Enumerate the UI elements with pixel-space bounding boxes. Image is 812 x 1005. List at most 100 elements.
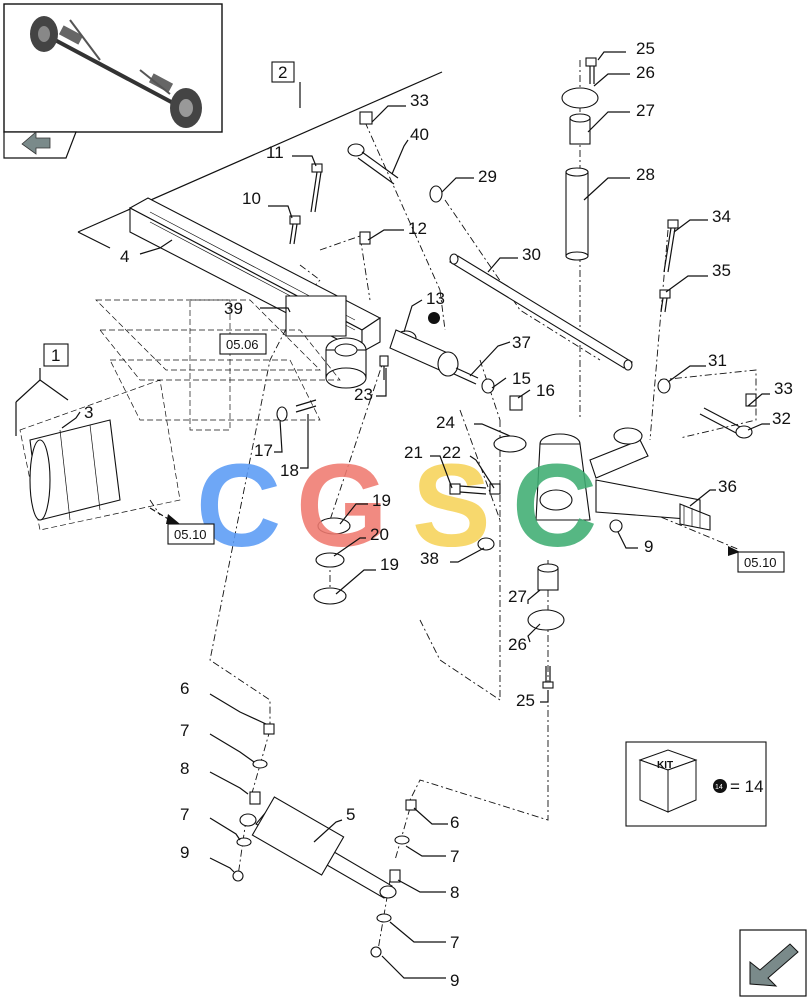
bushing-8-right[interactable] [389,869,401,883]
callout: 31 [708,351,727,370]
bushing-8-left[interactable] [249,791,261,805]
nut-6-left[interactable] [263,723,275,735]
callout: 13 [426,289,445,308]
callout: 9 [644,537,653,556]
washer-19-lower[interactable] [313,587,347,605]
kit-label: KIT [657,760,673,771]
callout: 29 [478,167,497,186]
nut-12[interactable] [359,231,371,245]
grease-fitting-38[interactable] [477,537,495,551]
washer-7-d[interactable] [376,913,392,923]
watermark-letter: C [196,440,281,572]
kit-marker-dot [713,779,727,793]
washer-29[interactable] [429,185,443,203]
callout: 33 [410,91,429,110]
ref-box-0510-right[interactable]: 05.10 [737,551,785,573]
callout: 24 [436,413,455,432]
callout: 7 [450,933,459,952]
callout: 9 [450,971,459,990]
ref-box-0506[interactable]: 05.06 [219,333,267,355]
tie-rod-30[interactable] [449,253,633,371]
callout: 32 [772,409,791,428]
steering-link-5[interactable] [239,796,397,899]
bolt-10[interactable] [289,215,301,245]
bolt-40[interactable] [347,111,399,185]
kit-marker-number: 14 [715,784,723,791]
assembly-label: 2 [278,63,287,82]
washer-7-b[interactable] [236,837,252,847]
assembly-box-2[interactable]: 2 [271,61,295,83]
callout: 8 [450,883,459,902]
leaf-spring-assembly[interactable] [19,299,341,531]
steering-knuckle-36[interactable] [535,427,711,531]
washer-7-a[interactable] [252,759,268,769]
corner-arrow-icon[interactable] [739,929,807,997]
assembly-label: 1 [51,346,60,365]
bushing-27-lower[interactable] [537,563,559,591]
beam-bracket[interactable] [285,295,367,389]
callout: 7 [450,847,459,866]
bolt-32[interactable] [699,407,753,439]
callout: 10 [242,189,261,208]
callout: 28 [636,165,655,184]
callout: 33 [774,379,793,398]
callout: 23 [354,385,373,404]
callout: 4 [120,247,129,266]
ref-arrow-left [149,507,180,524]
callout: 15 [512,369,531,388]
marker-dot [428,312,440,324]
leader-lines [61,51,770,979]
callout: 18 [280,461,299,480]
callout: 26 [508,635,527,654]
cap-16[interactable] [509,395,523,411]
sleeve-37[interactable] [389,329,479,385]
cap-26-upper[interactable] [561,87,599,109]
bolt-35[interactable] [659,289,671,313]
callout: 11 [266,143,284,162]
nut-23[interactable] [379,355,389,367]
nut-9-right[interactable] [370,946,382,958]
callout: 35 [712,261,731,280]
ref-label: 05.10 [744,555,777,570]
bolt-25-upper[interactable] [585,57,597,84]
nut-33-right[interactable] [745,393,757,407]
nut-9-left[interactable] [232,870,244,882]
cap-26-lower[interactable] [527,609,565,631]
callout: 27 [636,101,655,120]
kit-legend: KIT 14 = 14 [625,741,767,827]
washer-7-c[interactable] [394,835,410,845]
washer-31[interactable] [657,378,671,394]
callout: 17 [254,441,273,460]
bolt-25-lower[interactable] [542,666,554,689]
watermark-letter: C [512,440,597,572]
kit-equation: = 14 [730,777,764,796]
callout: 7 [180,721,189,740]
callout: 19 [372,491,391,510]
callout: 25 [636,39,655,58]
nav-arrow-icon[interactable] [3,131,77,159]
nut-15[interactable] [481,378,495,394]
nut-6-right[interactable] [405,799,417,811]
callout: 27 [508,587,527,606]
ref-box-0510-left[interactable]: 05.10 [167,523,215,545]
kingpin-28[interactable] [565,167,589,261]
nut-9-upper[interactable] [609,519,623,533]
washer-17[interactable] [276,406,288,422]
callout: 34 [712,207,731,226]
callout: 37 [512,333,531,352]
callout: 40 [410,125,429,144]
callout: 9 [180,843,189,862]
bolt-21[interactable] [449,483,487,495]
bushing-27-upper[interactable] [569,113,591,145]
ref-label: 05.10 [174,527,207,542]
thumbnail-axle[interactable] [3,3,223,133]
callout: 26 [636,63,655,82]
bolt-11[interactable] [310,163,323,213]
shim-20[interactable] [315,552,345,568]
ref-label: 05.06 [226,337,259,352]
bolt-34[interactable] [663,219,679,273]
callout: 20 [370,525,389,544]
nut-22[interactable] [489,483,501,495]
assembly-box-1[interactable]: 1 [43,343,69,367]
